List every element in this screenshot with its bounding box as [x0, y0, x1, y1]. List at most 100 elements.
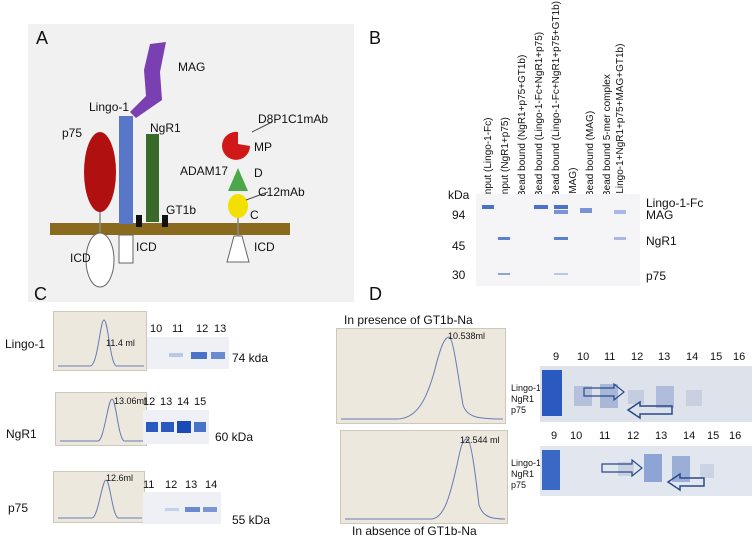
lane-header-1: Input (Lingo-1-Fc) [483, 117, 494, 197]
band-p75-lane2 [498, 273, 510, 275]
p75-receptor [84, 132, 116, 212]
lane-header-8: Bead bound 5-mer complex [602, 74, 613, 197]
mag-label: MAG [178, 60, 206, 74]
ngr1-peak: 13.06ml [114, 396, 147, 406]
band-p75-lane5 [554, 273, 568, 275]
p75-chromatogram [53, 471, 145, 523]
lane-header-9: (Lingo-1+NgR1+p75+MAG+GT1b) [615, 43, 626, 197]
lingo-1-fraction-12: 12 [196, 323, 209, 335]
bottom-gel-label-p75: p75 [511, 480, 527, 490]
p75-fraction-14: 14 [205, 479, 218, 491]
top-gel-label-lingo-1: Lingo-1 [511, 383, 542, 393]
icd-left-label: ICD [70, 251, 91, 265]
lingo-1-icd [118, 234, 134, 264]
icd-mid-label: ICD [136, 240, 157, 254]
panel-d-bottom-peak: 12.544 ml [460, 435, 500, 445]
ngr1-anchor [136, 215, 142, 227]
top-fraction-11: 11 [604, 351, 616, 363]
bottom-gel-label-lingo-1: Lingo-1 [511, 458, 542, 468]
panel-d-bottom-gel [540, 446, 752, 496]
p75-fraction-12: 12 [165, 479, 178, 491]
c-domain [228, 194, 248, 218]
band-lingo-lane1 [482, 205, 494, 209]
panel-d-top-peak: 10.538ml [448, 331, 486, 341]
band-mag-lane6 [580, 208, 592, 213]
lingo-1-size: 74 kda [232, 351, 269, 365]
mag-protein [130, 42, 166, 118]
band-ngr1-lane2 [498, 237, 510, 240]
lane-header-3: Bead bound (NgR1+p75+GT1b) [517, 54, 528, 197]
lingo-1-chromatogram [53, 311, 147, 371]
band-label-ngr1: NgR1 [646, 234, 677, 248]
band-ngr1-lane8 [614, 237, 626, 240]
panel-d-top-chromatogram [336, 328, 506, 424]
panel-c-row1-name: Lingo-1 [5, 337, 46, 351]
marker-30: 30 [452, 268, 466, 282]
bottom-fraction-12: 12 [627, 430, 640, 442]
panel-c-row3-name: p75 [8, 501, 29, 515]
lingo-1-fraction-10: 10 [150, 323, 163, 335]
ngr1-fraction-15: 15 [194, 396, 207, 408]
d-domain [228, 168, 248, 191]
c-domain-label: C [250, 208, 259, 222]
top-fraction-16: 16 [733, 351, 746, 363]
band-lingo-lane5 [554, 205, 568, 209]
marker-94: 94 [452, 208, 466, 222]
panel-a-diagram [50, 42, 290, 288]
p75-label: p75 [62, 126, 83, 140]
top-fraction-9: 9 [553, 351, 560, 363]
bottom-fraction-15: 15 [707, 430, 720, 442]
p75-icd [85, 232, 115, 288]
panel-d-top-gel [540, 366, 752, 422]
p75-fraction-13: 13 [185, 479, 198, 491]
bottom-fraction-9: 9 [551, 430, 558, 442]
ngr1-fraction-14: 14 [177, 396, 190, 408]
top-fraction-15: 15 [710, 351, 723, 363]
top-fraction-13: 13 [658, 351, 671, 363]
c12mab-label: C12mAb [258, 185, 305, 199]
top-gel-label-p75: p75 [511, 405, 527, 415]
panel-c-row2-name: NgR1 [6, 427, 37, 441]
band-mag-lane8 [614, 210, 626, 214]
lingo-1-fraction-11: 11 [172, 323, 184, 335]
mp-label: MP [254, 140, 272, 154]
mp-domain [222, 131, 250, 160]
bottom-fraction-14: 14 [683, 430, 696, 442]
p75-gel [143, 492, 221, 524]
lingo-1-peak: 11.4 ml [106, 338, 135, 348]
bottom-fraction-10: 10 [570, 430, 583, 442]
band-label-mag: MAG [646, 208, 674, 222]
ngr1-size: 60 kDa [215, 430, 254, 444]
p75-fraction-11: 11 [143, 479, 155, 491]
lane-header-7: Bead bound (MAG) [585, 110, 596, 197]
icd-right-label: ICD [254, 240, 275, 254]
marker-45: 45 [452, 239, 466, 253]
membrane [50, 223, 290, 235]
lingo-1-gel [147, 337, 229, 369]
panel-a [28, 24, 354, 302]
lingo-1-receptor [119, 116, 133, 224]
ngr1-gel [143, 410, 209, 444]
bottom-fraction-13: 13 [655, 430, 668, 442]
ngr1-receptor [146, 134, 159, 222]
band-label-p75: p75 [646, 269, 667, 283]
lane-header-6: (MAG) [568, 167, 579, 197]
panel-b-letter: B [369, 28, 382, 48]
band-lingo-lane4 [534, 205, 548, 209]
top-fraction-10: 10 [577, 351, 590, 363]
adam17-label: ADAM17 [180, 164, 229, 178]
p75-peak: 12.6ml [106, 473, 134, 483]
panel-d-bottom-chromatogram [340, 430, 508, 524]
bottom-fraction-16: 16 [729, 430, 742, 442]
ngr1-chromatogram [55, 392, 147, 446]
d-domain-label: D [254, 166, 263, 180]
gt1b-label: GT1b [166, 203, 197, 217]
gt1b-anchor [162, 215, 168, 227]
top-fraction-12: 12 [631, 351, 644, 363]
ngr1-fraction-12: 12 [143, 396, 156, 408]
ngr1-label: NgR1 [150, 121, 181, 135]
adam17-icd [226, 235, 250, 263]
panel-a-letter: A [36, 28, 49, 48]
lane-header-5: Bead bound (Lingo-1-Fc+NgR1+p75+GT1b) [551, 1, 562, 197]
d8p1c1mab-label: D8P1C1mAb [258, 112, 329, 126]
